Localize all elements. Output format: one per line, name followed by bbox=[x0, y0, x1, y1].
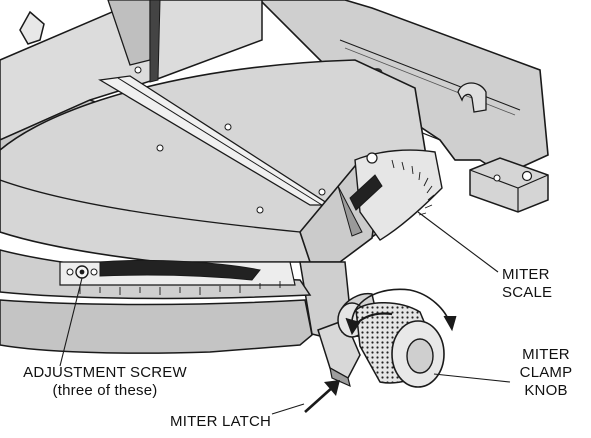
label-miter-latch: MITER LATCH bbox=[170, 413, 271, 431]
label-adjustment-screw-line2: (three of these) bbox=[52, 382, 158, 399]
label-miter-clamp-knob-line2: CLAMP bbox=[519, 364, 573, 381]
label-miter-scale-line1: MITER bbox=[502, 266, 550, 283]
miter-clamp-knob[interactable] bbox=[337, 292, 445, 388]
label-miter-clamp-knob-line1: MITER bbox=[522, 346, 570, 363]
rotation-arrow bbox=[345, 288, 457, 336]
label-adjustment-screw: ADJUSTMENT SCREW (three of these) bbox=[10, 364, 200, 400]
label-miter-clamp-knob: MITER CLAMP KNOB bbox=[506, 346, 586, 400]
label-miter-scale: MITER SCALE bbox=[502, 266, 552, 302]
label-adjustment-screw-line1: ADJUSTMENT SCREW bbox=[23, 364, 187, 381]
label-miter-scale-line2: SCALE bbox=[502, 284, 553, 301]
miter-scale-plate bbox=[349, 149, 443, 241]
leader-lines bbox=[59, 211, 511, 415]
base-apron bbox=[0, 249, 313, 354]
label-miter-latch-text: MITER LATCH bbox=[170, 413, 272, 430]
latch-arrow bbox=[304, 380, 340, 413]
label-miter-clamp-knob-line3: KNOB bbox=[524, 382, 568, 399]
